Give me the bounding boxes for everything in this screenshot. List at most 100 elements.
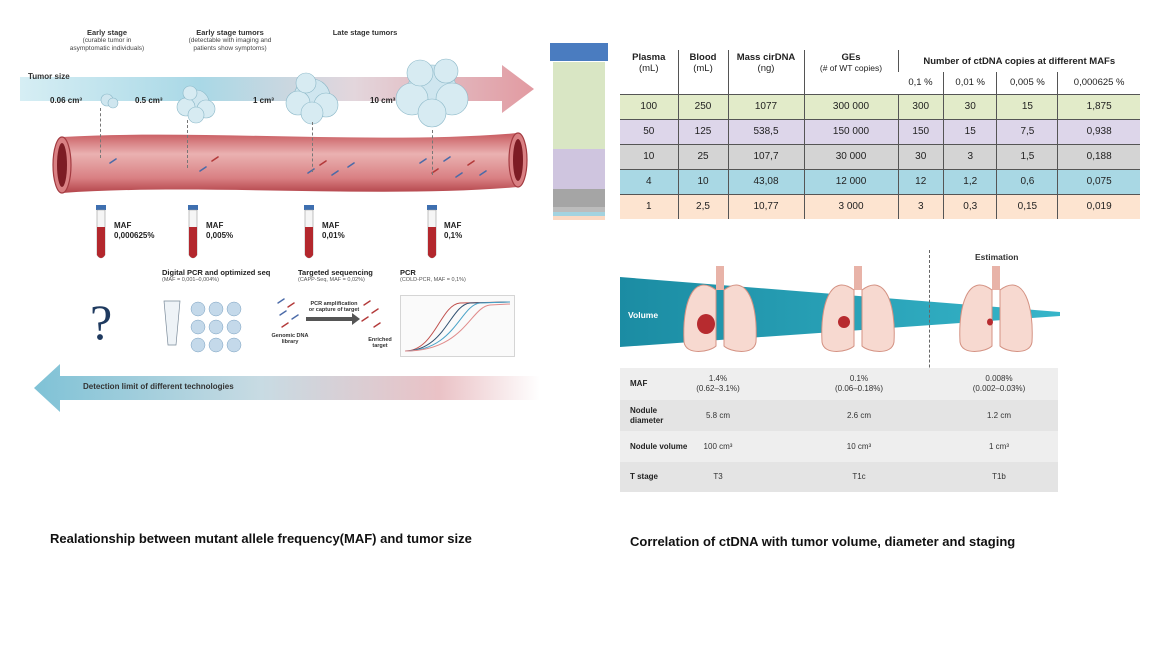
col-mass: Mass cirDNA(ng) — [727, 50, 804, 94]
amp-label: PCR amplification or capture of target — [308, 301, 360, 313]
maf-value-4: 0,1% — [444, 231, 463, 240]
cell: 7,5 — [996, 118, 1058, 144]
maf-value-1: 0,000625% — [114, 231, 155, 240]
lung-icon-3 — [959, 266, 1033, 352]
cell: 1,2 — [942, 168, 997, 194]
late-tumors-label: Late stage tumors — [320, 29, 410, 37]
cell: 0,6 — [996, 168, 1058, 194]
drop-arrow-2 — [187, 120, 188, 168]
maf-title-2: MAF — [206, 221, 224, 230]
volume-cell-3: 1 cm³ — [989, 441, 1009, 451]
row-header-volume: Nodule volume — [630, 441, 688, 451]
cell: 10 — [620, 143, 678, 169]
cell: 0,15 — [996, 193, 1058, 219]
cell: 0,3 — [942, 193, 997, 219]
cell: 125 — [677, 118, 728, 144]
maf-cell-1: 1.4% (0.62–3.1%) — [696, 374, 740, 393]
maf-title-3: MAF — [322, 221, 340, 230]
cell: 300 — [897, 93, 944, 119]
cell: 107,7 — [727, 143, 804, 169]
col-mass-unit: (ng) — [757, 63, 775, 74]
cell: 150 — [897, 118, 944, 144]
detection-limit-label: Detection limit of different technologie… — [83, 382, 234, 391]
col-copies: Number of ctDNA copies at different MAFs — [897, 50, 1140, 72]
row-header-tstage: T stage — [630, 472, 659, 481]
maf-col-3: 0,005 % — [996, 72, 1058, 94]
col-blood: Blood(mL) — [677, 50, 728, 94]
tech-title-pcr: PCR — [400, 268, 416, 277]
diameter-cell-2: 2.6 cm — [846, 410, 871, 420]
cell: 30 — [897, 143, 944, 169]
cell: 30 000 — [803, 143, 898, 169]
enriched-label: Enriched target — [368, 337, 392, 349]
lung-icon-1 — [683, 266, 757, 352]
early-stage-label: Early stage (curable tumor in asymptomat… — [62, 29, 152, 53]
blood-vessel-illustration — [52, 132, 528, 194]
col-blood-unit: (mL) — [693, 63, 713, 74]
size-label-4: 10 cm³ — [370, 96, 396, 105]
cell: 12 000 — [803, 168, 898, 194]
cell: 250 — [677, 93, 728, 119]
cell: 538,5 — [727, 118, 804, 144]
drop-arrow-3 — [312, 122, 313, 172]
col-ges-unit: (# of WT copies) — [819, 63, 883, 73]
row-header-maf: MAF — [630, 379, 648, 388]
size-label-2: 0.5 cm³ — [135, 96, 163, 105]
diameter-cell-3: 1.2 cm — [986, 410, 1011, 420]
early-stage-title: Early stage — [86, 28, 128, 37]
test-tube-icon-2 — [188, 205, 198, 259]
targeted-seq-diagram — [277, 298, 381, 328]
cell: 3 000 — [803, 193, 898, 219]
maf-title-1: MAF — [114, 221, 132, 230]
cell: 43,08 — [727, 168, 804, 194]
tech-sub-targeted: (CAPP-Seq, MAF = 0,02%) — [298, 277, 365, 283]
lung-staging-figure: Volume Estimation MAF 1.4% (0.62–3.1%) 0… — [620, 250, 1060, 495]
col-ges: GEs(# of WT copies) — [803, 50, 898, 94]
cell: 1,875 — [1057, 93, 1140, 119]
cell: 12 — [897, 168, 944, 194]
col-blood-title: Blood — [689, 52, 717, 63]
volume-cell-2: 10 cm³ — [846, 441, 872, 451]
col-plasma-unit: (mL) — [638, 63, 659, 74]
tumor-clusters — [100, 58, 469, 128]
tumor-small-icon — [176, 85, 216, 124]
stage-row-tstage: T stage T3 T1c T1b — [620, 462, 1058, 492]
early-stage-sub: (curable tumor in asymptomatic individua… — [69, 37, 145, 52]
tumor-large-icon — [395, 58, 469, 128]
tumor-medium-icon — [285, 72, 339, 125]
test-tube-icon-4 — [427, 205, 437, 259]
size-label-3: 1 cm³ — [253, 96, 274, 105]
tech-sub-dpcr: (MAF = 0,001–0,004%) — [162, 277, 220, 283]
maf-title-4: MAF — [444, 221, 462, 230]
maf-cell-2: 0.1% (0.06–0.18%) — [834, 374, 884, 393]
maf-value-3: 0,01% — [322, 231, 345, 240]
tech-sub-pcr: (COLD-PCR, MAF = 0,1%) — [400, 277, 466, 283]
cell: 10,77 — [727, 193, 804, 219]
cell: 0,075 — [1057, 168, 1140, 194]
drop-arrow-4 — [432, 130, 433, 175]
tumor-maf-figure: Early stage (curable tumor in asymptomat… — [20, 25, 540, 420]
lung-icon-2 — [821, 266, 895, 352]
cell: 150 000 — [803, 118, 898, 144]
early-tumors-label: Early stage tumors (detectable with imag… — [180, 29, 280, 53]
late-tumors-title: Late stage tumors — [332, 28, 398, 37]
cell: 15 — [942, 118, 997, 144]
drop-arrow-1 — [100, 108, 101, 158]
cell: 15 — [996, 93, 1058, 119]
tumor-size-label: Tumor size — [28, 72, 70, 81]
tstage-cell-1: T3 — [713, 472, 723, 481]
cell: 1,5 — [996, 143, 1058, 169]
cell: 25 — [677, 143, 728, 169]
early-tumors-title: Early stage tumors — [196, 28, 264, 37]
cell: 100 — [620, 93, 678, 119]
row-header-diameter: Nodule diameter — [630, 405, 664, 425]
maf-value-2: 0,005% — [206, 231, 234, 240]
stage-row-diameter: Nodule diameter 5.8 cm 2.6 cm 1.2 cm — [620, 400, 1058, 431]
